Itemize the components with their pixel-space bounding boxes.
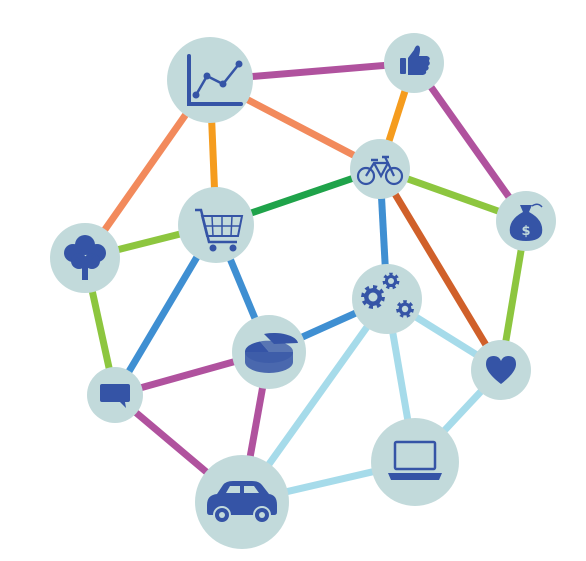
node-chat: [87, 367, 143, 423]
node-laptop: [371, 418, 459, 506]
shopping-cart-icon: [195, 208, 244, 252]
node-gears: [352, 264, 422, 334]
chat-bubble-icon: [100, 384, 130, 408]
node-tree: [50, 223, 120, 293]
node-car: [195, 455, 289, 549]
node-cart: [178, 187, 254, 263]
node-thumb: [384, 33, 444, 93]
laptop-icon: [388, 440, 442, 480]
node-pie: [232, 315, 306, 389]
node-money: $: [496, 191, 556, 251]
heart-icon: [486, 356, 516, 384]
tree-icon: [64, 235, 106, 280]
node-layer: $: [50, 33, 556, 549]
svg-text:$: $: [521, 224, 530, 239]
node-chart: [167, 37, 253, 123]
gears-icon: [361, 272, 414, 318]
node-bike: [350, 139, 410, 199]
money-bag-icon: $: [509, 203, 543, 241]
car-icon: [207, 481, 277, 524]
edge-layer: [81, 59, 530, 506]
bicycle-icon: [356, 155, 404, 186]
node-heart: [471, 340, 531, 400]
pie-chart-icon: [244, 332, 298, 373]
edge-bike-heart: [377, 167, 504, 372]
line-chart-icon: [187, 54, 243, 106]
edge-thumb-money: [411, 60, 529, 224]
thumbs-up-icon: [400, 45, 430, 75]
